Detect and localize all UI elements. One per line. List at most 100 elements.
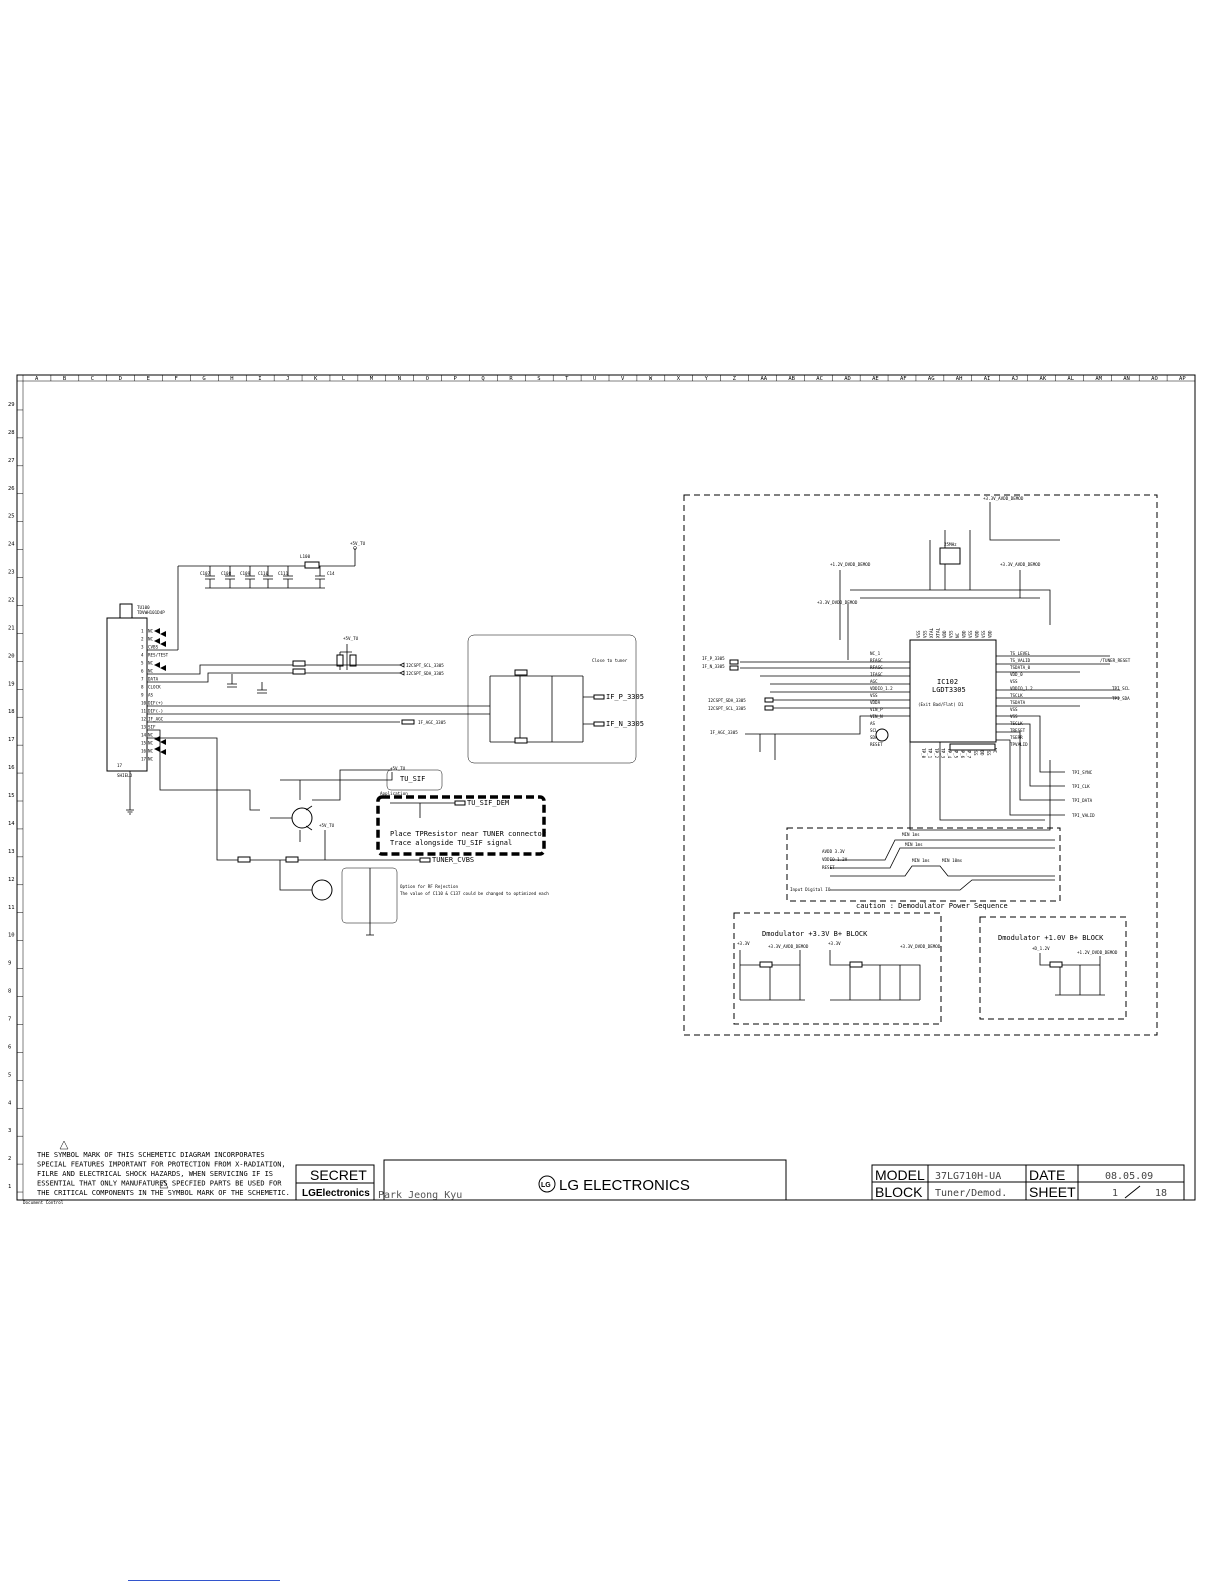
row-label: 23 <box>8 570 15 576</box>
col-label: A <box>35 376 39 382</box>
col-label: B <box>63 376 67 382</box>
demod-right-pin: TPVALID <box>1010 742 1028 747</box>
power33-out1: +3.3V_AVDD_DEMOD <box>768 944 809 949</box>
r-pullup-2 <box>349 654 357 667</box>
row-label: 8 <box>8 989 11 995</box>
svg-text:C14: C14 <box>327 571 335 576</box>
note-option-1: Option for RF Rejection <box>400 884 458 889</box>
ground-symbol <box>126 809 134 815</box>
sif-note-box <box>376 795 546 856</box>
power12-box <box>979 916 1127 1020</box>
tuner-tab <box>119 603 133 619</box>
col-label: V <box>621 376 625 382</box>
dr-6: TPI_VALID <box>1072 813 1095 818</box>
col-label: H <box>230 376 233 382</box>
tuner-pin-label: NC <box>148 733 154 738</box>
col-label: AD <box>844 376 851 382</box>
demod-bottom-pin: VDD <box>980 748 985 756</box>
demod-right-pin: VSS <box>1010 714 1018 719</box>
tuner-section: TU100 TDVWH101D4P NC1NC2CVBS3RES/TEST4NC… <box>106 541 644 936</box>
demod-right-pin: TSDATA_0 <box>1010 665 1031 670</box>
model-value: 37LG710H-UA <box>935 1171 1001 1182</box>
tu-sif-box <box>386 769 443 791</box>
warning-text: THE SYMBOL MARK OF THIS SCHEMETIC DIAGRA… <box>37 1151 290 1197</box>
demod-top-pin: XTAL <box>929 627 934 638</box>
tuner-pin-list: NC1NC2CVBS3RES/TEST4NC5NC6DATA7CLOCK8AS9… <box>141 629 169 762</box>
seq-title: caution : Demodulator Power Sequence <box>856 902 1008 910</box>
demod-top-pin: VDD <box>942 630 947 638</box>
seq-lbl-4: MIN 10ms <box>942 858 963 863</box>
power33-inductor2 <box>849 961 863 968</box>
bottom-link-underline <box>128 1580 280 1581</box>
tuner-pin-label: RES/TEST <box>148 653 169 658</box>
demod-top-pin: VSS <box>968 630 973 638</box>
demod-right-pin: TSCLK <box>1010 693 1023 698</box>
tuner-pin-label: DIF(+) <box>148 701 163 706</box>
col-label: M <box>370 376 374 382</box>
row-ruler: 2928272625242322212019181716151413121110… <box>8 402 23 1193</box>
tuner-pin-number: 1 <box>141 629 144 634</box>
upper-bus-wires <box>839 570 1051 660</box>
transistor-sif <box>291 807 313 829</box>
date-value: 08.05.09 <box>1105 1171 1153 1182</box>
col-label: AM <box>1095 376 1102 382</box>
tuner-body <box>106 617 148 772</box>
seq-row-2: VDDIO 1.2V <box>822 857 848 862</box>
if-out-wires <box>583 696 594 725</box>
r-cvbs <box>237 856 251 863</box>
tuner-pin-number: 8 <box>141 685 144 690</box>
power33-out2: +3.3V_DVDD_DEMOD <box>900 944 941 949</box>
col-label: I <box>258 376 261 382</box>
col-label: J <box>286 376 289 382</box>
col-label: P <box>454 376 458 382</box>
demod-right-pin: VDDIO_1.2 <box>1010 686 1033 691</box>
col-label: K <box>314 376 318 382</box>
net-i2c-sda: I2CSPT_SDA_3305 <box>406 671 444 676</box>
dl-4: I2CSPT_SCL_3305 <box>708 706 746 711</box>
seq-row-1: AVDD 3.3V <box>822 849 845 854</box>
demod-left-pin: SCL <box>870 728 878 733</box>
net-tu-sif: TU_SIF <box>400 775 425 783</box>
offpage-sif-dem <box>454 800 466 806</box>
tuner-shield: SHIELD <box>117 773 133 778</box>
demod-section: +3.3V_AVDD_DEMOD +1.2V_DVDD_DEMOD +3.3V_… <box>683 494 1158 1036</box>
power12-in: +D_1.2V <box>1032 946 1050 951</box>
sheet-label: SHEET <box>1029 1184 1076 1200</box>
row-label: 7 <box>8 1016 11 1022</box>
tuner-pin-number: 2 <box>141 637 144 642</box>
demod-bottom-pin: NC <box>993 748 998 754</box>
demod-left-pins: NC_1RFAGCRFAGCIFAGCAGCVDDIO_1.2VSSVDDAVI… <box>870 651 893 747</box>
tuner-pin-label: NC <box>148 661 154 666</box>
power33-in2: +3.3V <box>828 941 841 946</box>
svg-text:C111: C111 <box>278 571 289 576</box>
col-label: AH <box>956 376 963 382</box>
nc-flag-2 <box>154 638 166 647</box>
row-label: 27 <box>8 458 15 464</box>
demod-bottom-pin: TP_1 <box>928 748 933 759</box>
demod-top-pin: NC <box>955 632 960 638</box>
row-label: 3 <box>8 1128 11 1134</box>
col-label: D <box>119 376 122 382</box>
cvbs-option-wire <box>366 868 374 936</box>
dr-2: TPI_SDA <box>1112 696 1130 701</box>
brand-large: LG ELECTRONICS <box>559 1177 690 1194</box>
seq-row-3: RESET <box>822 865 835 870</box>
demod-right-pin: VDD_0 <box>1010 672 1023 677</box>
rail-1: +3.3V_AVDD_DEMOD <box>983 496 1024 501</box>
tuner-pin-number: 3 <box>141 645 144 650</box>
tuner-pin-number: 10 <box>141 701 147 706</box>
demod-left-pin: RESET <box>870 742 883 747</box>
demod-bottom-wires <box>909 742 1051 831</box>
svg-text:C107: C107 <box>200 571 211 576</box>
in-if-p <box>729 659 739 665</box>
crystal <box>939 547 961 565</box>
demod-bottom-pin: TP_0 <box>921 748 926 759</box>
col-label: AC <box>816 376 823 382</box>
warning-line: FILRE AND ELECTRICAL SHOCK HAZARDS, WHEN… <box>37 1170 273 1178</box>
col-label: AI <box>984 376 991 382</box>
demod-left-pin: AGC <box>870 679 878 684</box>
demod-right-pin: TS_VALID <box>1010 658 1031 663</box>
demod-left-pin: SDA <box>870 735 878 740</box>
net-5v-cvbs: +5V_TU <box>319 823 335 828</box>
